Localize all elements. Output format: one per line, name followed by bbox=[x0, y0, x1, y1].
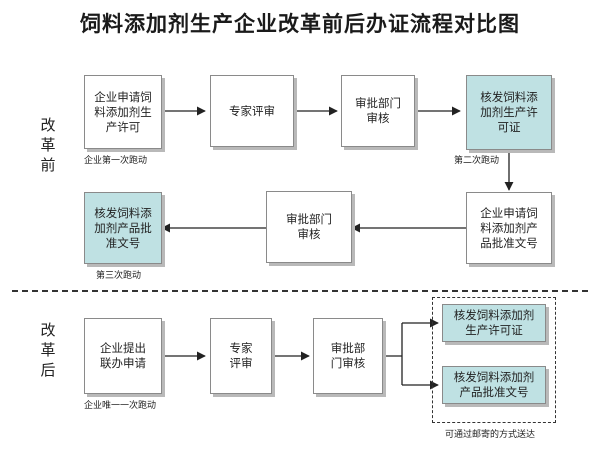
label-before: 改 革 前 bbox=[40, 116, 56, 174]
box-before-authority-review-2: 审批部门审核 bbox=[266, 191, 352, 263]
diagram-title: 饲料添加剂生产企业改革前后办证流程对比图 bbox=[80, 11, 520, 36]
caption-only-trip: 企业唯一一次跑动 bbox=[84, 401, 157, 411]
box-before-expert-review: 专家评审 bbox=[210, 75, 294, 147]
caption-second-trip: 第二次跑动 bbox=[454, 156, 500, 166]
box-before-issue-product-approval: 核发饲料添加剂产品批准文号 bbox=[84, 192, 162, 264]
section-divider bbox=[12, 290, 588, 292]
output-group-dashed bbox=[432, 297, 556, 423]
box-after-authority-review: 审批部门审核 bbox=[313, 318, 383, 394]
box-before-apply-production-license: 企业申请饲料添加剂生产许可 bbox=[84, 75, 162, 149]
box-after-issue-production-license: 核发饲料添加剂生产许可证 bbox=[442, 304, 546, 342]
box-after-joint-application: 企业提出联办申请 bbox=[84, 318, 162, 394]
box-after-expert-review: 专家评审 bbox=[210, 318, 272, 394]
box-before-apply-product-approval: 企业申请饲料添加剂产品批准文号 bbox=[466, 192, 552, 264]
caption-first-trip: 企业第一次跑动 bbox=[84, 156, 148, 166]
caption-third-trip: 第三次跑动 bbox=[96, 271, 142, 281]
label-after: 改 革 后 bbox=[40, 321, 56, 379]
box-before-authority-review: 审批部门审核 bbox=[341, 75, 415, 147]
box-before-issue-production-license: 核发饲料添加剂生产许可证 bbox=[466, 75, 552, 150]
caption-mail-delivery: 可通过邮寄的方式送达 bbox=[445, 430, 536, 440]
box-after-issue-product-approval: 核发饲料添加剂产品批准文号 bbox=[442, 366, 546, 404]
